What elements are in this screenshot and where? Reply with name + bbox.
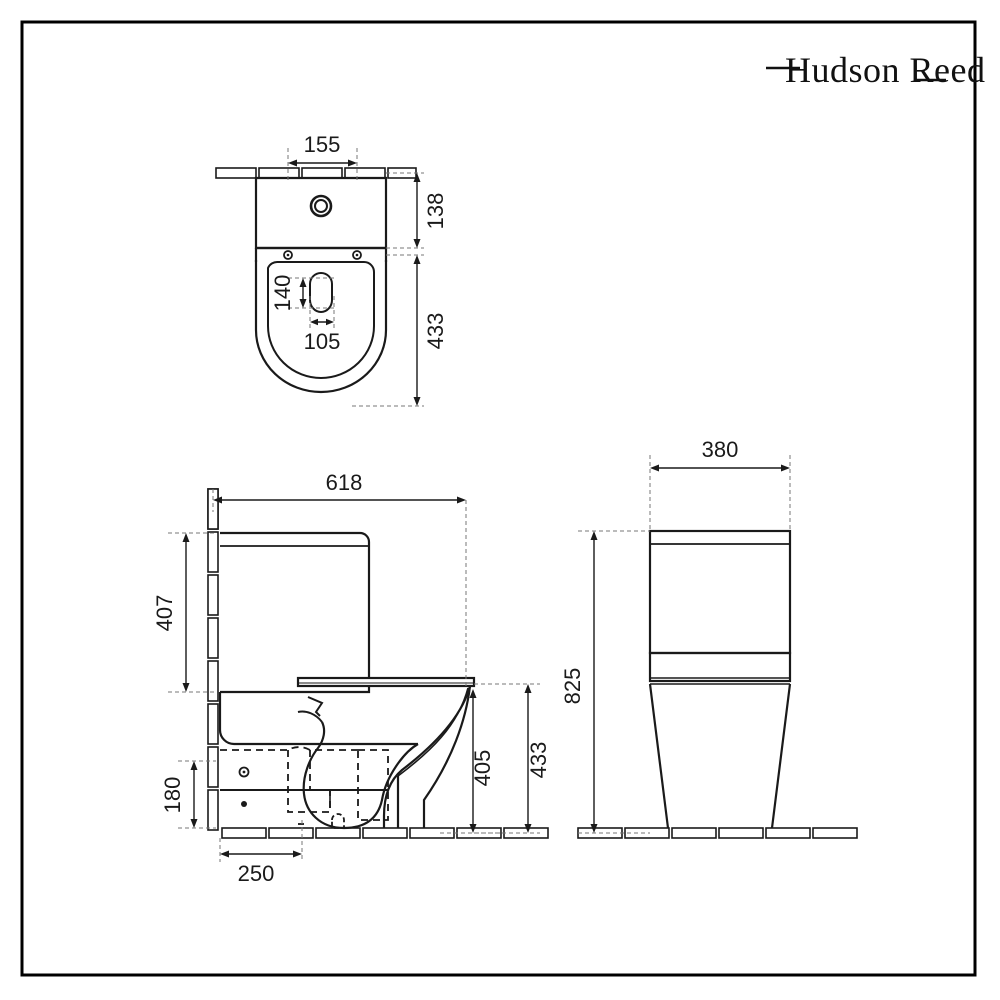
dimension-side-433: 433 [474, 683, 551, 834]
side-view-bowl-front-edge [422, 685, 472, 828]
side-view-hinge-detail [307, 696, 324, 717]
side-view-fixing-points [238, 766, 250, 807]
sheet-border [20, 20, 977, 977]
top-view-bowl-outline [254, 260, 388, 394]
flush-button-icon [309, 194, 333, 218]
side-view: 618 407 405 433 [152, 470, 551, 886]
dimension-front-380: 380 [649, 437, 791, 531]
dimension-side-250: 250 [219, 820, 303, 886]
side-view-seat-plate [296, 676, 476, 688]
dimension-label-155: 155 [304, 132, 341, 157]
dimension-label-380: 380 [702, 437, 739, 462]
side-view-wall-top-stub [207, 488, 219, 530]
dimension-top-140: 140 [270, 275, 335, 312]
dimension-side-407: 407 [152, 532, 216, 693]
dimension-side-405: 405 [440, 689, 500, 834]
dimension-label-433-top: 433 [423, 313, 448, 350]
dimension-label-825: 825 [560, 668, 585, 705]
side-view-cistern-base [218, 692, 418, 746]
dimension-label-407: 407 [152, 595, 177, 632]
side-view-cistern-outline [220, 531, 371, 694]
dimension-top-433: 433 [352, 254, 448, 407]
dimension-label-405: 405 [470, 750, 495, 787]
dimension-label-180: 180 [160, 777, 185, 814]
top-view-fixing-holes [283, 250, 362, 260]
top-view: 155 138 433 140 [215, 132, 448, 407]
dimension-label-105: 105 [304, 329, 341, 354]
front-view: 380 825 [560, 437, 858, 839]
front-view-bowl-upper [648, 651, 792, 683]
front-view-floor-hatch [577, 827, 858, 839]
side-view-hidden-waste-outline [220, 746, 389, 821]
side-view-bowl-interior [302, 743, 419, 830]
dimension-label-618: 618 [326, 470, 363, 495]
side-view-trap-curve [302, 721, 326, 795]
side-view-flush-channel [297, 710, 323, 723]
dimension-side-180: 180 [160, 760, 216, 829]
brand-wordmark: Hudson Reed [785, 50, 985, 90]
dimension-label-250: 250 [238, 861, 275, 886]
dimension-top-155: 155 [287, 132, 358, 180]
side-view-bowl-shade-line [397, 687, 469, 777]
brand-logo: Hudson Reed [766, 50, 985, 90]
dimension-side-618: 618 [212, 470, 467, 686]
top-view-bowl-inner-rim [267, 260, 375, 379]
front-view-cistern-outline [648, 529, 792, 655]
dimension-label-433-side: 433 [526, 742, 551, 779]
dimension-top-105: 105 [304, 296, 341, 354]
side-view-wall-hatch [207, 488, 219, 831]
dimension-label-138: 138 [423, 193, 448, 230]
dimension-front-825: 825 [560, 530, 650, 834]
dimension-label-140: 140 [270, 275, 295, 312]
side-view-waste-outlet [331, 813, 345, 829]
dimension-top-138: 138 [386, 172, 448, 249]
front-view-pedestal [648, 683, 792, 829]
top-view-trap-opening [309, 272, 333, 313]
